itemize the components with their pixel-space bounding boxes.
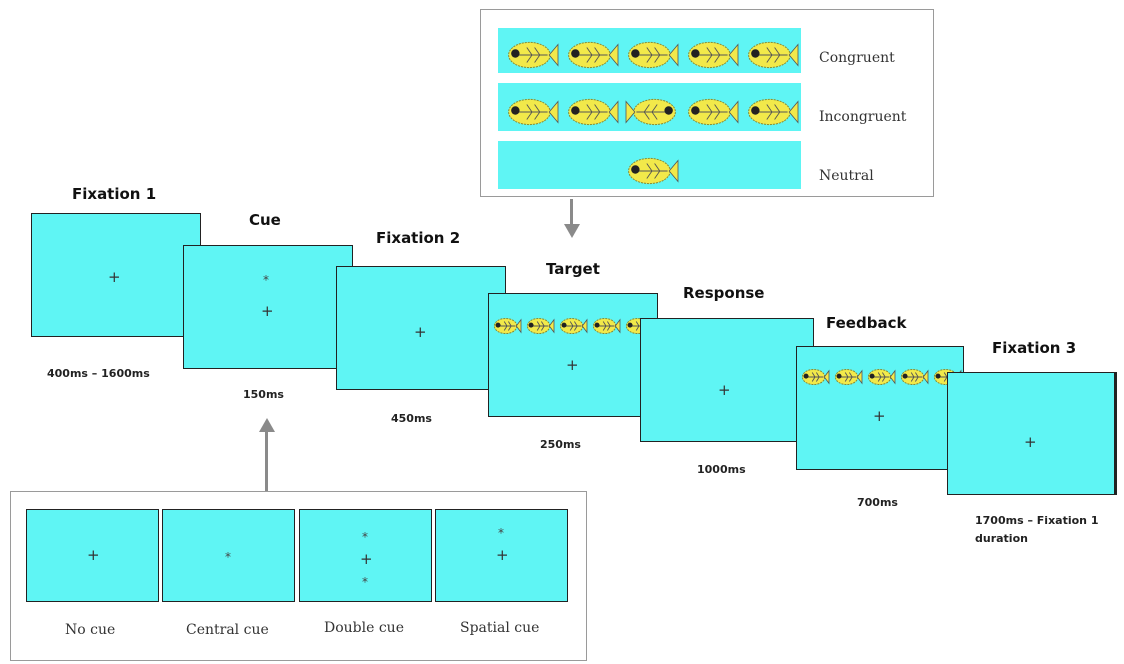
incongruent-label: Incongruent [819,109,907,125]
fish-icon [493,317,522,335]
fish-icon [867,368,896,386]
duration-feedback: 700ms [857,496,898,509]
neutral-label: Neutral [819,168,874,184]
cue-types-panel: + * * + * * + No cue Central cue Double … [10,491,587,661]
fish-icon [748,98,799,126]
stage-title-target: Target [546,260,600,278]
fixation-cross: + [414,323,427,341]
fish-icon [592,317,621,335]
screen-fixation1: + [31,213,201,337]
fixation-cross: + [566,356,579,374]
duration-cue: 150ms [243,388,284,401]
screen-cue: * + [183,245,353,369]
fish-icon [900,368,929,386]
cue-screen-spatial: * + [435,509,568,602]
stage-title-fixation2: Fixation 2 [376,229,461,247]
fish-icon [628,41,679,69]
fixation-cross: + [718,381,731,399]
stage-title-feedback: Feedback [826,314,907,332]
fish-icon [834,368,863,386]
feedback-fish-row [801,368,962,386]
cue-asterisk-top: * [362,530,368,544]
cue-screen-central: * [162,509,295,602]
cue-label-central: Central cue [186,622,269,638]
cue-asterisk-bottom: * [362,575,368,589]
duration-fixation2: 450ms [391,412,432,425]
cue-asterisk: * [498,526,504,540]
target-conditions-panel: Congruent Incongruent Neutral [480,9,934,197]
fish-icon [559,317,588,335]
stage-title-fixation1: Fixation 1 [72,185,157,203]
duration-target: 250ms [540,438,581,451]
congruent-label: Congruent [819,50,895,66]
fish-icon [508,98,559,126]
cue-screen-double: * + * [299,509,432,602]
fish-icon [508,41,559,69]
fish-icon [688,41,739,69]
target-conditions-fish [508,41,799,185]
fish-icon [568,41,619,69]
fish-icon [568,98,619,126]
target-arrow-shaft [570,199,573,225]
stage-title-fixation3: Fixation 3 [992,339,1077,357]
cue-label-double: Double cue [324,620,404,636]
fish-icon [801,368,830,386]
cue-asterisk: * [225,550,231,564]
screen-feedback: + [796,346,964,470]
fish-icon [748,41,799,69]
cue-label-no-cue: No cue [65,622,116,638]
fixation-cross: + [108,268,121,286]
fixation-cross: + [87,546,100,564]
duration-fixation3: 1700ms – Fixation 1 duration [975,514,1099,545]
fixation-cross: + [261,302,274,320]
fixation-cross: + [873,407,886,425]
stage-title-response: Response [683,284,765,302]
fixation-cross: + [360,550,373,568]
cue-label-spatial: Spatial cue [460,620,540,636]
fish-icon [625,98,676,126]
target-fish-row [493,317,654,335]
duration-fixation1: 400ms – 1600ms [47,367,150,380]
screen-fixation2: + [336,266,506,390]
fixation-cross: + [496,546,509,564]
screen-fixation3: + [947,372,1117,495]
fish-icon [688,98,739,126]
fish-icon [526,317,555,335]
cue-asterisk: * [263,273,269,287]
stage-title-cue: Cue [249,211,281,229]
screen-response: + [640,318,814,442]
cue-screen-no-cue: + [26,509,159,602]
screen-target: + [488,293,658,417]
fish-icon [628,157,679,185]
target-arrow-head [564,224,580,238]
cue-arrow-head [259,418,275,432]
cue-arrow-shaft [265,432,268,492]
duration-response: 1000ms [697,463,746,476]
fixation-cross: + [1024,433,1037,451]
